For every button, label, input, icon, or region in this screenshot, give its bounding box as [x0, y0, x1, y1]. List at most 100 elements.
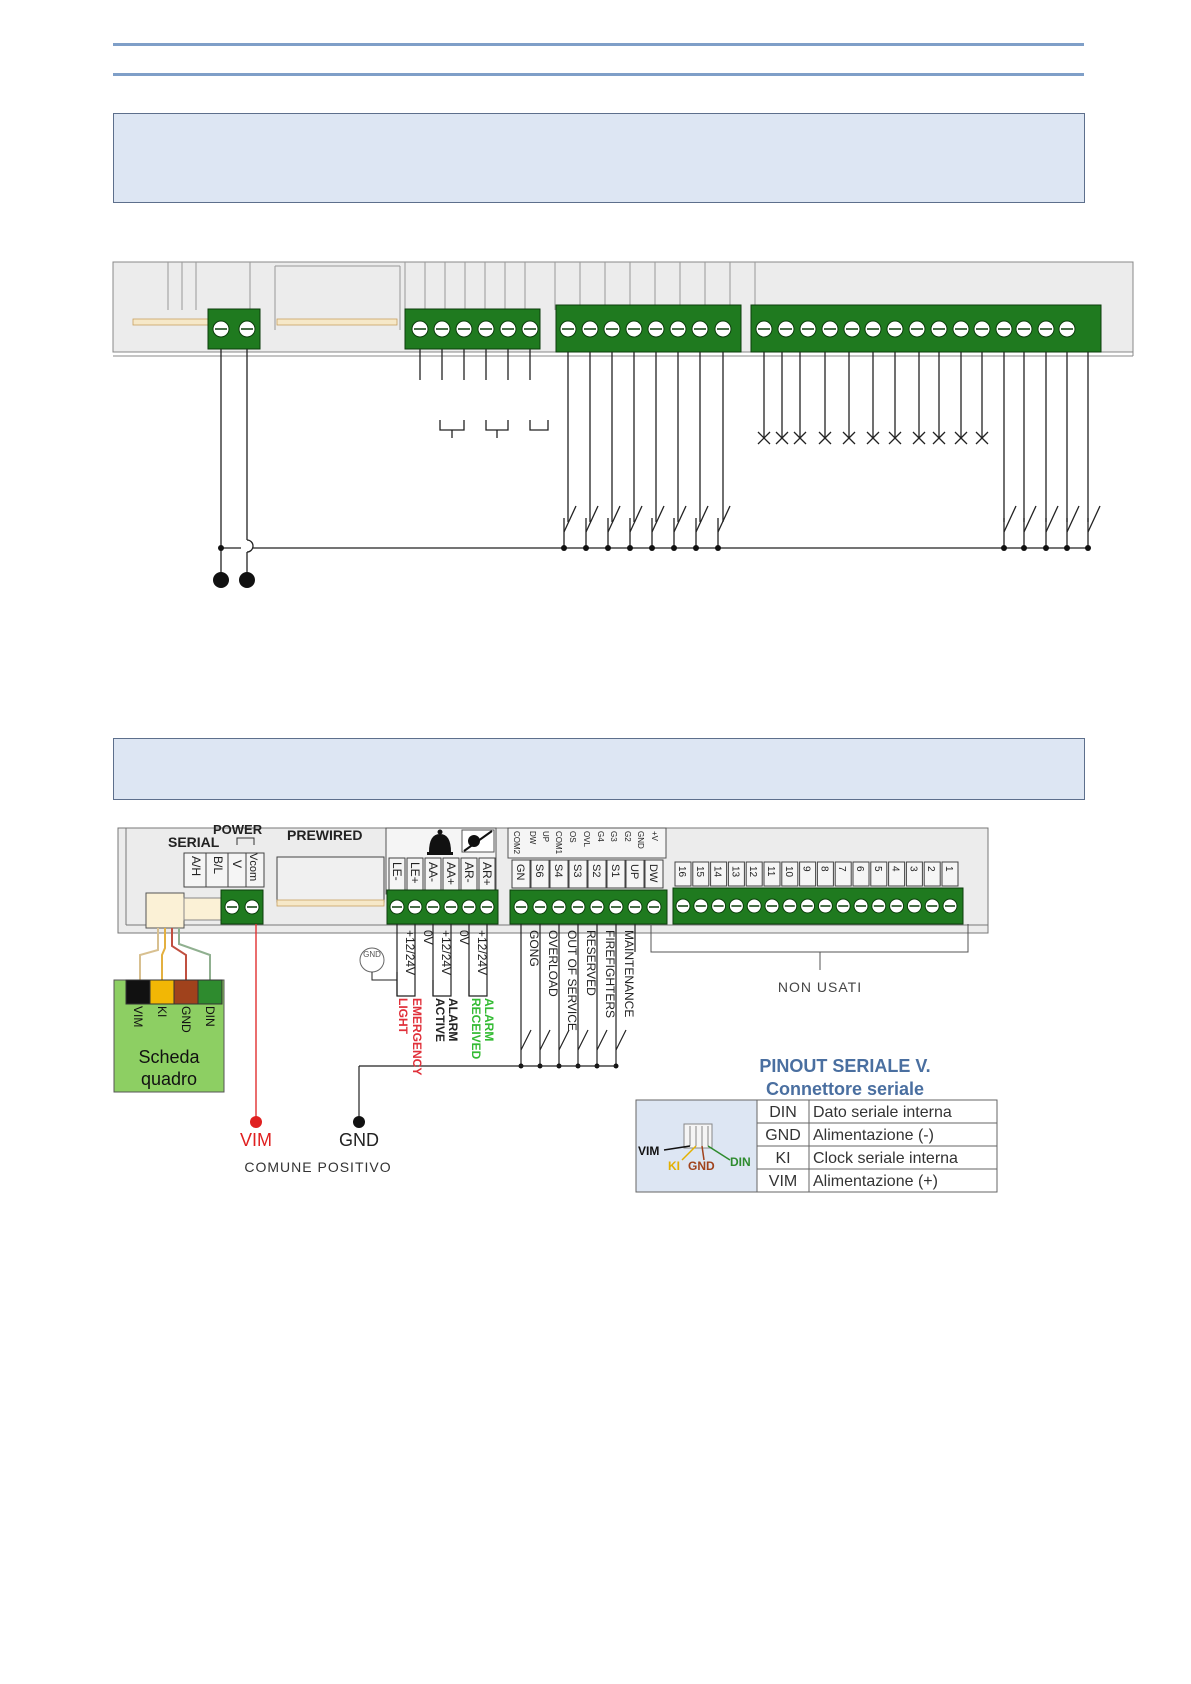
unused-terminal-label: 3 — [907, 866, 918, 872]
alarm-terminal-label: AR- — [462, 862, 476, 883]
junction — [1085, 545, 1091, 551]
junction — [671, 545, 677, 551]
junction — [1001, 545, 1007, 551]
alarm-terminal-label: LE- — [390, 862, 404, 881]
vim-terminal — [250, 1116, 262, 1128]
pinout-desc: Alimentazione (-) — [813, 1127, 934, 1144]
board-pcb-lines — [167, 262, 756, 330]
unused-terminal-box — [852, 861, 870, 887]
unused-terminal-label: 6 — [854, 866, 865, 872]
alarm-function-line2: ALARM — [446, 998, 460, 1041]
wiring — [220, 349, 1101, 580]
unused-terminal-label: 16 — [676, 866, 687, 878]
small-gnd-wire — [371, 924, 398, 981]
unused-terminal-label: 4 — [890, 866, 901, 872]
terminal-label-bl: B/L — [211, 856, 225, 874]
non-usati-bracket — [650, 924, 969, 953]
junction-points — [213, 545, 1091, 588]
upper-input-label: OVL — [582, 831, 591, 848]
input-function-label: RESERVED — [584, 930, 598, 996]
section-banner-1 — [113, 113, 1085, 203]
prewired-connector — [276, 856, 385, 903]
scheda-pin-label: VIM — [131, 1006, 145, 1027]
pinout-desc: Dato seriale interna — [813, 1104, 952, 1121]
serial-connector-plug — [183, 897, 225, 921]
upper-input-area — [507, 827, 667, 859]
alarm-voltage-label: 0V — [457, 930, 471, 945]
scheda-pin-color — [173, 979, 199, 1005]
junction — [715, 545, 721, 551]
alarm-voltage-label: 0V — [421, 930, 435, 945]
scheda-title-line2: quadro — [141, 1069, 197, 1089]
alarm-received-icon — [461, 829, 495, 853]
alarm-terminal-label: AR+ — [480, 862, 494, 886]
unused-terminal-label: 10 — [783, 866, 794, 878]
alarm-function-line2: ALARM — [482, 998, 496, 1041]
input-terminal-label: GN — [514, 864, 526, 881]
pinout-conn-ki: KI — [668, 1159, 680, 1173]
alarm-voltage-label: +12/24V — [403, 930, 417, 975]
upper-input-label: DW — [528, 831, 537, 845]
input-function-label: MAINTENANCE — [622, 930, 636, 1017]
input-function-label: OVERLOAD — [546, 930, 560, 997]
small-gnd-label: GND — [363, 950, 381, 959]
pinout-pin: DIN — [769, 1104, 797, 1121]
alarm-terminal-labels: LE-LE+AA-AA+AR-AR+ — [388, 857, 496, 891]
alarm-terminal-label: AA- — [426, 862, 440, 882]
junction — [1043, 545, 1049, 551]
unused-terminal-label: 15 — [694, 866, 705, 878]
input-function-label: OUT OF SERVICE — [565, 930, 579, 1031]
alarm-voltage-label: +12/24V — [439, 930, 453, 975]
unused-terminal-label: 2 — [925, 866, 936, 872]
scheda-pin-label: KI — [155, 1006, 169, 1017]
scheda-title-line1: Scheda — [138, 1047, 200, 1067]
upper-input-label: +V — [650, 831, 659, 842]
pinout-pin: KI — [775, 1150, 790, 1167]
serial-cable — [139, 928, 211, 980]
pinout-pin: GND — [765, 1127, 801, 1144]
pinout-pin: VIM — [769, 1173, 797, 1190]
scheda-pin-color — [125, 979, 151, 1005]
unused-terminal-box — [888, 861, 906, 887]
wiring-diagram-overview — [112, 261, 1134, 588]
unused-terminal-box — [763, 861, 781, 887]
upper-input-label: G3 — [609, 831, 618, 842]
alarm-function-line2: EMERGENCY — [410, 998, 424, 1075]
prewired-label: PREWIRED — [287, 827, 362, 843]
unused-terminal-box — [923, 861, 941, 887]
input-terminal-label: S6 — [533, 864, 545, 877]
input-function-label: GONG — [527, 930, 541, 967]
junction — [1064, 545, 1070, 551]
input-function-label: FIREFIGHTERS — [603, 930, 617, 1018]
input-terminal-box — [530, 859, 550, 889]
junction — [218, 545, 224, 551]
input-terminal-box — [606, 859, 626, 889]
upper-input-label: GND — [636, 831, 645, 849]
input-terminal-box — [625, 859, 645, 889]
input-terminal-box — [644, 859, 664, 889]
junction — [649, 545, 655, 551]
upper-input-label: OS — [568, 831, 577, 843]
junction — [605, 545, 611, 551]
unused-terminal-box — [834, 861, 852, 887]
junction — [693, 545, 699, 551]
input-terminal-label: DW — [647, 864, 659, 883]
input-terminal-label: UP — [628, 864, 640, 879]
pinout-conn-gnd: GND — [688, 1159, 715, 1173]
scheda-pin-color — [197, 979, 223, 1005]
vim-label: VIM — [240, 1130, 272, 1150]
input-terminal-label: S4 — [552, 864, 564, 877]
scheda-pin-color — [149, 979, 175, 1005]
unused-terminal-box — [941, 861, 959, 887]
terminal-screws — [212, 320, 1076, 338]
input-terminal-box — [568, 859, 588, 889]
scheda-pin-label: DIN — [203, 1006, 217, 1027]
unused-terminal-box — [674, 861, 692, 887]
unused-terminal-box — [710, 861, 728, 887]
pinout-desc: Clock seriale interna — [813, 1150, 958, 1167]
